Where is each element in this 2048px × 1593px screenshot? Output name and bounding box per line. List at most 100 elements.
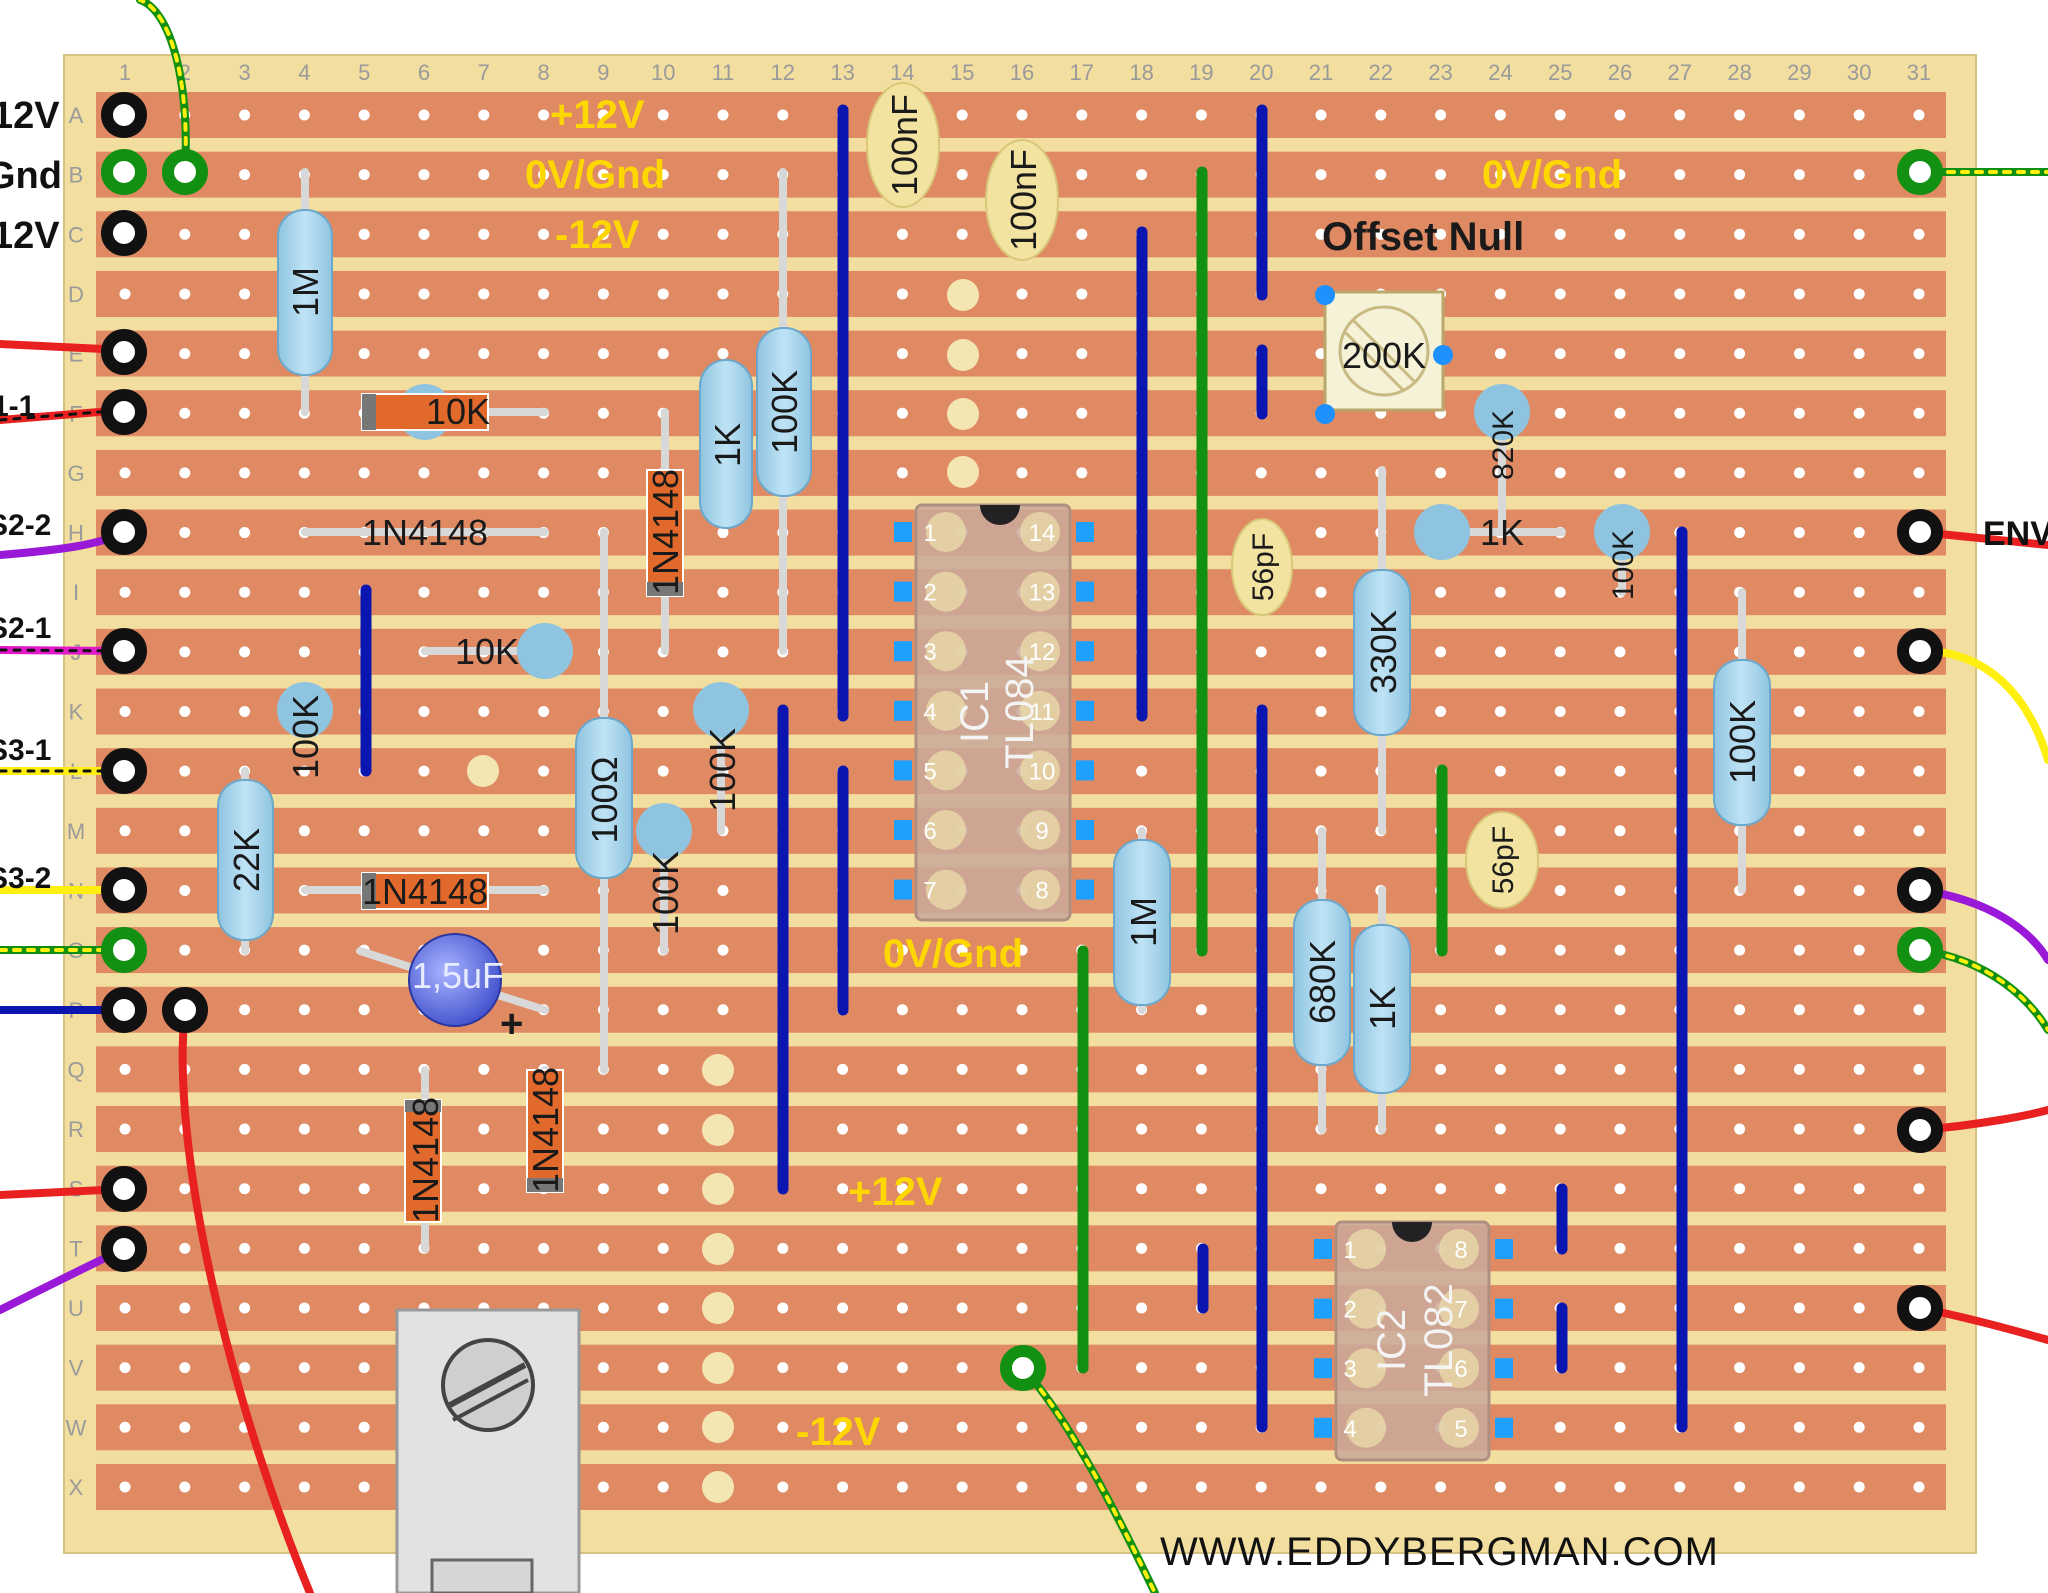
resistors [217,209,1771,1094]
hole [538,586,550,598]
hole [1255,646,1267,658]
hole [1734,228,1746,240]
ic2-pin-label-2: 2 [1343,1297,1356,1324]
row-label-V: V [69,1356,84,1381]
label-r-1m-a: 1M [285,267,326,317]
row-label-U: U [68,1296,84,1321]
hole [1315,586,1327,598]
hole [1016,1063,1028,1075]
ic2-pin-label-1: 1 [1343,1237,1356,1264]
hole [717,944,729,956]
hole [239,109,251,121]
ic1-pin-pad [894,641,912,662]
ic1-pin-hole [1020,750,1060,791]
hole [179,646,191,658]
column-label-19: 19 [1189,60,1213,85]
hole [1793,348,1805,360]
hole [657,1302,669,1314]
hole [597,1362,609,1374]
hole [1614,467,1626,479]
ic1-pin-label-7: 7 [923,878,936,905]
hole [1016,348,1028,360]
column-label-21: 21 [1309,60,1333,85]
hole [956,1123,968,1135]
hole [1614,884,1626,896]
hole [1016,1481,1028,1493]
hole [837,1123,849,1135]
hole [1734,1362,1746,1374]
hole [1793,1242,1805,1254]
hole [358,1004,370,1016]
column-label-8: 8 [537,60,549,85]
edge-label-left-0: 12V [0,95,60,137]
hole [1435,646,1447,658]
hole [1435,586,1447,598]
hole [1315,646,1327,658]
hole [1734,1481,1746,1493]
hole [239,1242,251,1254]
label-d-1n4148-a: 1N4148 [362,512,488,553]
hole [1136,765,1148,777]
ic1-pin-hole [1020,869,1060,910]
ic2-pin-hole [1439,1288,1479,1329]
hole [1494,1004,1506,1016]
hole [1494,228,1506,240]
ic2-pin-label-8: 8 [1454,1237,1467,1264]
hole [1614,407,1626,419]
hole [119,586,131,598]
hole [597,407,609,419]
hole [1195,1004,1207,1016]
ic1-pin-hole [926,690,966,731]
hole [1793,1183,1805,1195]
hole [1614,348,1626,360]
column-label-26: 26 [1608,60,1632,85]
hole [1315,1481,1327,1493]
hole [1435,1183,1447,1195]
hole [1674,467,1686,479]
hole [358,288,370,300]
hole [1853,1421,1865,1433]
hole [179,765,191,777]
track-cuts [467,279,979,1503]
hole [1853,765,1865,777]
hole [896,1123,908,1135]
ic2-pin-hole [1346,1229,1386,1269]
hole [1614,109,1626,121]
hole [896,288,908,300]
ic1-pin-label-2: 2 [923,580,936,607]
edge-label-left-7: S3-2 [0,862,51,895]
hole [1016,1421,1028,1433]
hole [1554,109,1566,121]
ic2-body [1334,1220,1491,1462]
label-r-680k: 680K [1302,940,1343,1024]
hole [1853,1242,1865,1254]
hole [1853,1004,1865,1016]
hole [1913,1481,1925,1493]
column-label-5: 5 [358,60,370,85]
label-c-100nf-b: 100nF [1003,149,1044,251]
label-r-100k-f: 100K [1722,700,1763,784]
hole [298,1183,310,1195]
hole [239,1004,251,1016]
ic1-pin-hole [1020,631,1060,672]
column-label-3: 3 [238,60,250,85]
hole [657,228,669,240]
hole [657,1242,669,1254]
website-credit: WWW.EDDYBERGMAN.COM [1160,1530,1719,1574]
hole [179,1421,191,1433]
hole [1793,765,1805,777]
hole [1195,1362,1207,1374]
ic1-ref-label: IC1 [953,681,997,743]
hole [896,1063,908,1075]
hole [1554,407,1566,419]
hole [478,348,490,360]
hole [1375,169,1387,181]
hole [717,348,729,360]
ic2-pin-pad [1495,1417,1513,1438]
hole [298,1302,310,1314]
hole [1793,1302,1805,1314]
hole [538,765,550,777]
hole [597,169,609,181]
hole [597,109,609,121]
hole [1853,646,1865,658]
